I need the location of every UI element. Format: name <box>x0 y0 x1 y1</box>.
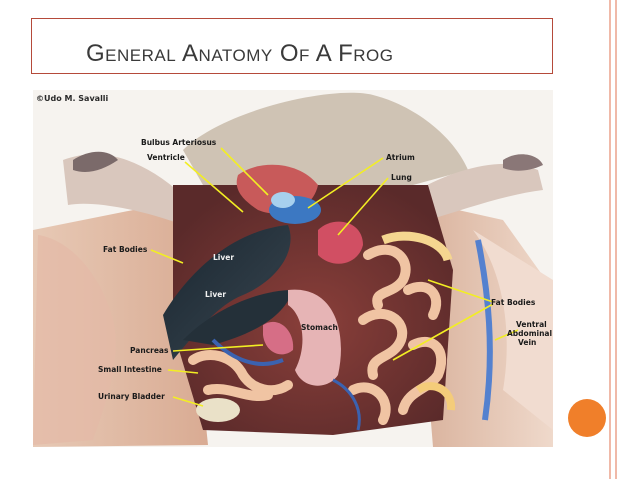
label-vein: Vein <box>518 338 536 347</box>
label-liver-lower: Liver <box>205 290 226 299</box>
image-credit: ©Udo M. Savalli <box>36 94 109 103</box>
title-box <box>31 18 553 74</box>
label-lung: Lung <box>391 173 412 182</box>
right-border-line-inner <box>615 0 617 479</box>
label-small-intestine: Small Intestine <box>98 365 162 374</box>
decorative-orange-dot <box>568 399 606 437</box>
label-pancreas: Pancreas <box>130 346 169 355</box>
label-urinary-bladder: Urinary Bladder <box>98 392 165 401</box>
label-fat-bodies-right: Fat Bodies <box>491 298 536 307</box>
slide-title: General Anatomy Of A Frog <box>86 40 394 67</box>
label-liver-upper: Liver <box>213 253 234 262</box>
right-border-line <box>609 0 611 479</box>
frog-dissection-image: ©Udo M. Savalli Bulbus Arteriosus Ventri… <box>33 90 553 447</box>
label-stomach: Stomach <box>301 323 338 332</box>
pointer-lines <box>150 147 519 407</box>
label-atrium: Atrium <box>386 153 415 162</box>
label-abdominal: Abdominal <box>507 329 552 338</box>
label-ventricle: Ventricle <box>147 153 185 162</box>
label-fat-bodies-left: Fat Bodies <box>103 245 148 254</box>
label-bulbus-arteriosus: Bulbus Arteriosus <box>141 138 217 147</box>
label-ventral: Ventral <box>516 320 547 329</box>
